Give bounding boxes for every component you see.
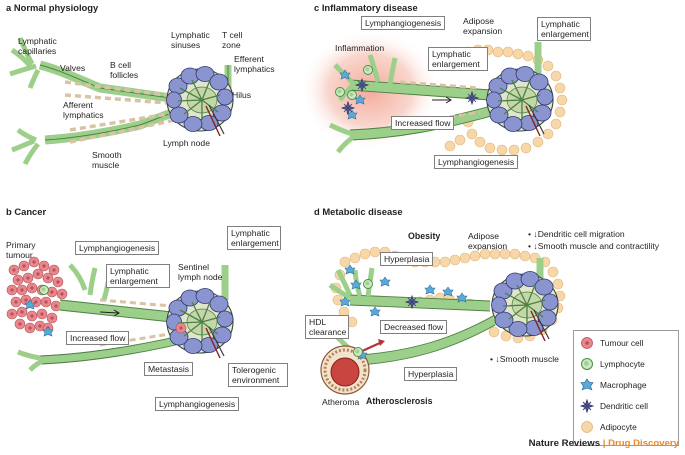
label-t-cell-zone: T cell zone xyxy=(222,30,243,50)
legend-item: Adipocyte xyxy=(580,420,676,434)
box-increased-flow-b: Increased flow xyxy=(66,331,130,345)
label-obesity: Obesity xyxy=(408,231,441,241)
panel-a-title: a Normal physiology xyxy=(6,2,99,13)
panel-a-drawing xyxy=(9,37,234,166)
label-atherosclerosis: Atherosclerosis xyxy=(366,396,433,406)
panel-d-title-text: Metabolic disease xyxy=(322,206,403,217)
box-lymphatic-enlargement-c2: Lymphatic enlargement xyxy=(537,17,591,41)
panel-c-title-text: Inflammatory disease xyxy=(321,2,418,13)
legend-item: Lymphocyte xyxy=(580,357,676,371)
legend-label: Lymphocyte xyxy=(600,359,645,369)
bullet-dendritic-text: ↓Dendritic cell migration xyxy=(533,229,625,239)
credit-journal: Nature Reviews xyxy=(528,438,601,449)
label-smooth-muscle-d: • ↓Smooth muscle xyxy=(490,354,559,364)
label-afferent-lymphatics: Afferent lymphatics xyxy=(63,100,104,120)
legend-label: Dendritic cell xyxy=(600,401,648,411)
label-lymphatic-capillaries: Lymphatic capillaries xyxy=(18,36,57,56)
box-hyperplasia-d1: Hyperplasia xyxy=(380,252,434,266)
box-increased-flow-c: Increased flow xyxy=(391,116,455,130)
journal-credit: Nature Reviews | Drug Discovery xyxy=(529,438,679,449)
box-hyperplasia-d2: Hyperplasia xyxy=(404,367,458,381)
box-lymphangiogenesis-c1: Lymphangiogenesis xyxy=(361,16,446,30)
label-bullet-smooth-contractility: • ↓Smooth muscle and contractility xyxy=(528,241,660,251)
box-lymphangiogenesis-c2: Lymphangiogenesis xyxy=(434,155,519,169)
box-lymphangiogenesis-b1: Lymphangiogenesis xyxy=(75,241,160,255)
box-lymphangiogenesis-b2: Lymphangiogenesis xyxy=(155,397,240,411)
label-inflammation: Inflammation xyxy=(335,43,385,53)
macrophage-icon xyxy=(580,378,594,391)
panel-b-title-text: Cancer xyxy=(14,206,47,217)
label-smooth-muscle: Smooth muscle xyxy=(92,150,122,170)
label-primary-tumour: Primary tumour xyxy=(6,240,36,260)
legend-label: Tumour cell xyxy=(600,338,644,348)
label-lymph-node: Lymph node xyxy=(163,138,210,148)
atheroma-vessel xyxy=(320,339,385,395)
label-bullet-dendritic: • ↓Dendritic cell migration xyxy=(528,229,625,239)
bullet-smooth-text: ↓Smooth muscle and contractility xyxy=(533,241,660,251)
tumour-cell-icon xyxy=(581,337,593,349)
panel-d-title: d Metabolic disease xyxy=(314,206,403,217)
legend-label: Macrophage xyxy=(600,380,647,390)
smooth-muscle-d-text: ↓Smooth muscle xyxy=(495,354,559,364)
box-metastasis: Metastasis xyxy=(144,362,194,376)
panel-c-title: c Inflammatory disease xyxy=(314,2,418,13)
credit-separator: | xyxy=(602,438,606,449)
legend-item: Dendritic cell xyxy=(580,399,676,413)
credit-section: Drug Discovery xyxy=(608,438,679,449)
label-sentinel-lymph-node: Sentinel lymph node xyxy=(178,262,223,282)
legend-label: Adipocyte xyxy=(600,422,637,432)
label-adipose-expansion-d: Adipose expansion xyxy=(468,231,508,251)
panel-b-title: b Cancer xyxy=(6,206,47,217)
lymphocyte-icon xyxy=(581,358,593,370)
adipocyte-icon xyxy=(581,421,593,433)
box-lymphatic-enlargement-b2: Lymphatic enlargement xyxy=(227,226,281,250)
box-lymphatic-enlargement-c: Lymphatic enlargement xyxy=(428,47,488,71)
dendritic-cell-icon xyxy=(580,399,594,413)
box-hdl-clearance: HDL clearance xyxy=(305,315,349,339)
panel-a-title-text: Normal physiology xyxy=(13,2,99,13)
label-atheroma: Atheroma xyxy=(322,397,360,407)
label-hilus: Hilus xyxy=(232,90,252,100)
label-b-cell-follicles: B cell follicles xyxy=(110,60,139,80)
label-valves: Valves xyxy=(60,63,86,73)
label-adipose-expansion-c: Adipose expansion xyxy=(463,16,503,36)
box-lymphatic-enlargement-b: Lymphatic enlargement xyxy=(106,264,170,288)
legend-item: Macrophage xyxy=(580,378,676,392)
box-tolerogenic-environment: Tolerogenic environment xyxy=(228,363,288,387)
label-lymphatic-sinuses: Lymphatic sinuses xyxy=(171,30,210,50)
panel-d-drawing xyxy=(320,246,566,395)
legend-item: Tumour cell xyxy=(580,336,676,350)
legend: Tumour cell Lymphocyte Macrophage Dendri… xyxy=(573,330,679,446)
box-decreased-flow: Decreased flow xyxy=(380,320,448,334)
label-efferent-lymphatics: Efferent lymphatics xyxy=(234,54,275,74)
